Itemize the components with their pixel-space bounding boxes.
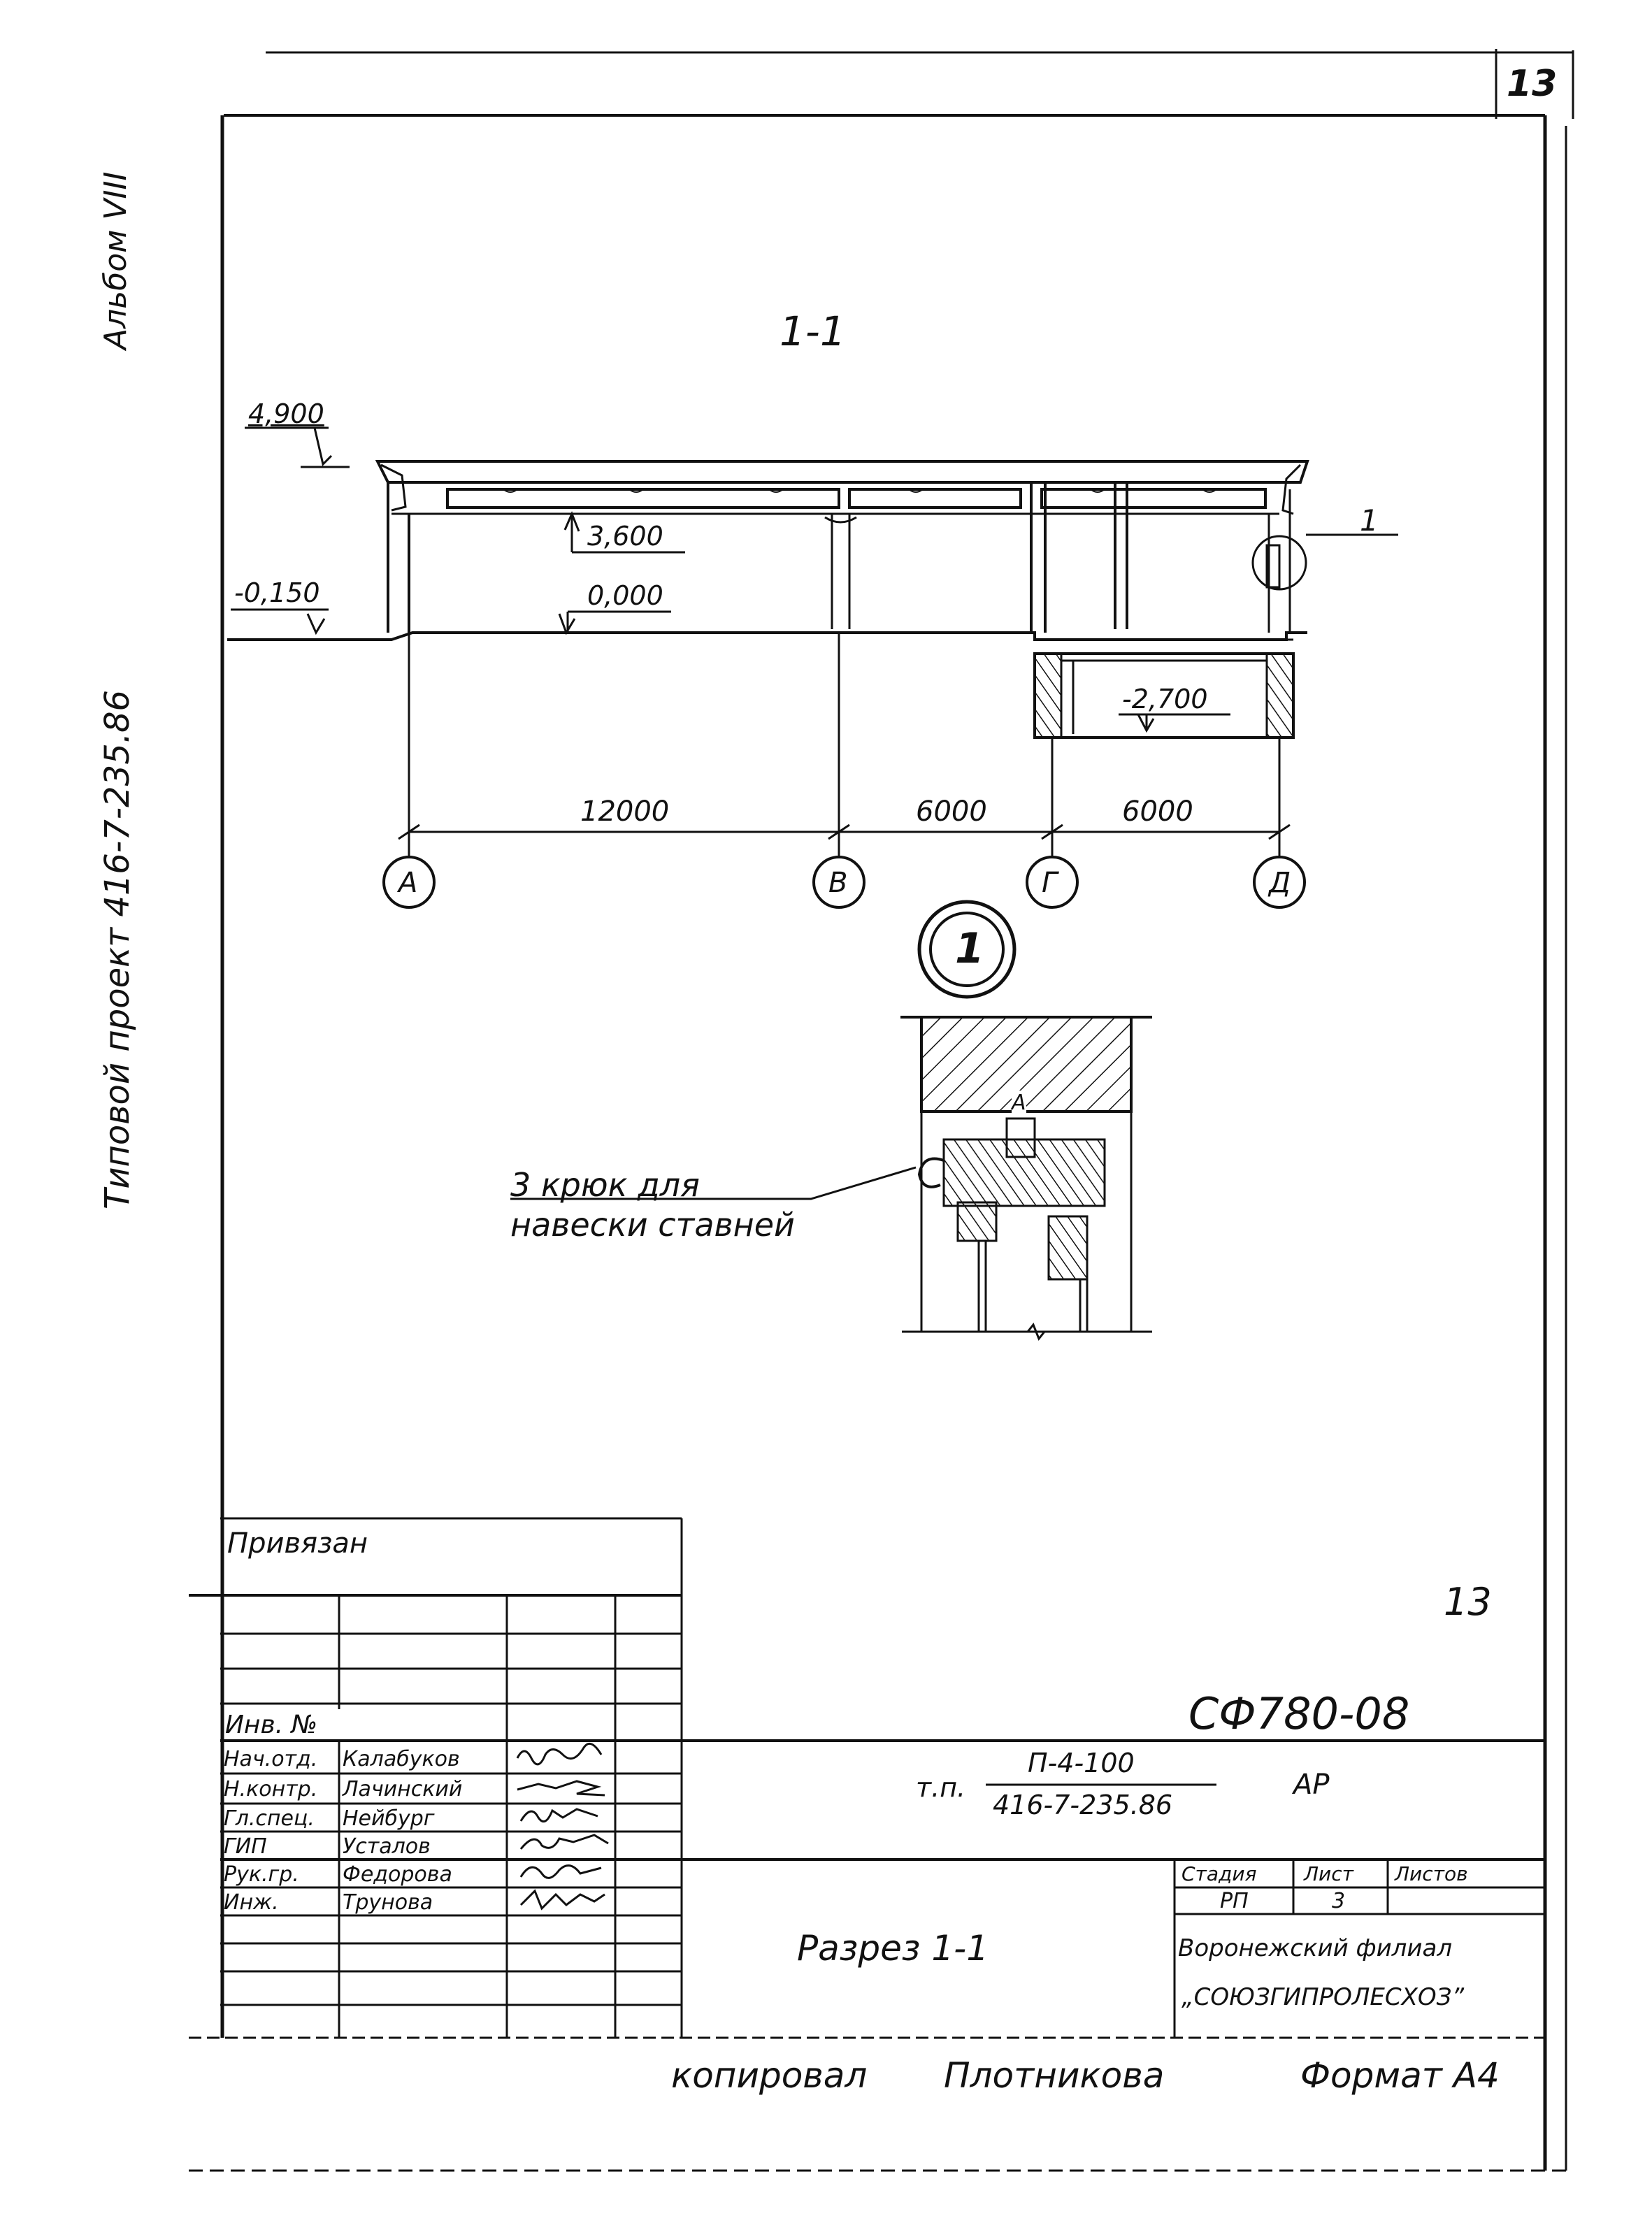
page-number: 13 [1507,63,1558,105]
dimension-1: 12000 [580,796,670,828]
staff-role-3: Гл.спец. [224,1806,315,1831]
node-number: 1 [955,924,984,973]
elevation-marks [231,426,1230,733]
format-label: Формат А4 [1300,2055,1500,2096]
privyazan-label: Привязан [227,1527,368,1560]
detail-section-mark: А [1012,1091,1026,1115]
sheet-value: 3 [1332,1889,1346,1913]
axis-bubbles [382,856,1306,909]
elevation-basement: -2,700 [1122,684,1208,714]
staff-name-4: Усталов [343,1834,431,1859]
sheets-label: Листов [1395,1862,1468,1885]
node-marker [917,900,1017,999]
staff-role-5: Рук.гр. [224,1862,299,1887]
elevation-floor: 0,000 [587,580,663,611]
sheet-title: Разрез 1-1 [797,1928,989,1969]
dimension-chain [398,633,1291,856]
doc-code: СФ780-08 [1188,1688,1410,1739]
stage-label: Стадия [1181,1862,1257,1885]
copied-by-name: Плотникова [944,2055,1165,2096]
title-block-lines [189,1517,1545,2038]
staff-name-1: Калабуков [343,1747,460,1771]
staff-name-2: Лачинский [343,1777,463,1801]
stage-value: РП [1220,1889,1249,1913]
staff-role-2: Н.контр. [224,1777,318,1801]
dimension-3: 6000 [1122,796,1193,828]
copied-by-label: копировал [671,2055,868,2096]
side-project-label: Типовой проект 416-7-235.86 [98,689,137,1209]
inv-no-label: Инв. № [225,1711,318,1739]
elevation-top: 4,900 [248,398,324,429]
sheet-label: Лист [1304,1862,1353,1885]
dimension-2: 6000 [916,796,987,828]
elevation-ceiling: 3,600 [587,521,663,552]
axis-d-bubble [1253,856,1306,909]
tp-prefix: т.п. [916,1772,966,1803]
axis-a-bubble [382,856,436,909]
axis-g-bubble [1026,856,1079,909]
side-album-label: Альбом VIII [98,171,134,350]
org-line-1: Воронежский филиал [1178,1934,1453,1962]
detail-1 [510,1016,1152,1341]
note-line-1: 3 крюк для [510,1166,700,1204]
staff-name-5: Федорова [343,1862,452,1887]
axis-v-label: В [828,867,848,899]
staff-name-6: Трунова [343,1890,433,1915]
secondary-page-number: 13 [1444,1580,1492,1624]
elevation-ground: -0,150 [234,577,320,608]
axis-v-bubble [812,856,865,909]
staff-name-3: Нейбург [343,1806,435,1831]
axis-g-label: Г [1042,867,1058,899]
staff-role-4: ГИП [224,1834,267,1859]
note-line-2: навески ставней [510,1206,795,1244]
axis-d-label: Д [1269,867,1291,899]
axis-a-label: А [398,867,418,899]
section-1-1 [227,460,1398,739]
tp-numerator: П-4-100 [1028,1748,1135,1778]
staff-role-6: Инж. [224,1890,279,1915]
org-line-2: „СОЮЗГИПРОЛЕСХОЗ” [1181,1983,1465,2011]
callout-number: 1 [1360,503,1379,538]
sheet-frame [189,49,1574,2172]
tp-denominator: 416-7-235.86 [993,1790,1173,1820]
mark-code: АР [1293,1769,1330,1801]
signatures [516,1742,609,1911]
section-title: 1-1 [780,308,846,355]
staff-role-1: Нач.отд. [224,1747,318,1771]
